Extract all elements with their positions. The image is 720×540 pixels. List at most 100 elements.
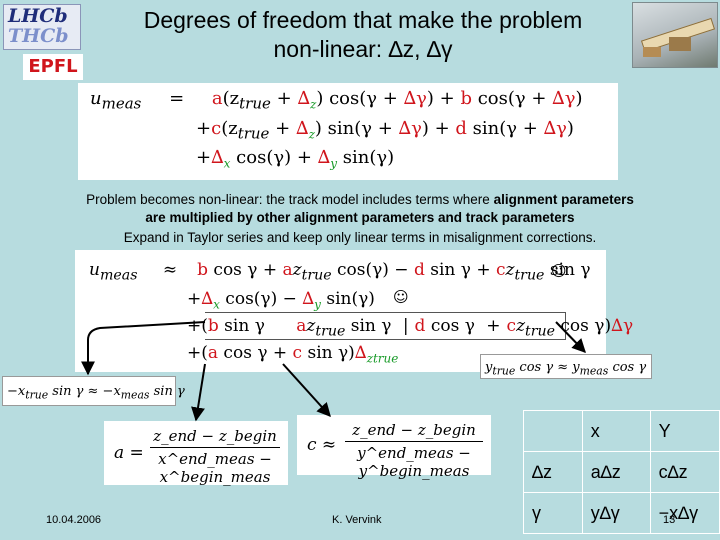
equation-line-3: +∆x cos(γ) + ∆y sin(γ) bbox=[196, 147, 394, 171]
eq-term: sin(γ + bbox=[466, 118, 544, 139]
eq-term: cos(γ) + bbox=[230, 147, 318, 168]
eq-plus: + bbox=[196, 118, 212, 139]
table-row: γ y∆γ −x∆γ bbox=[523, 492, 720, 534]
delta-gamma: ∆γ bbox=[552, 88, 576, 109]
table-cell: y∆γ bbox=[581, 492, 651, 534]
eq-term: sin γ bbox=[149, 384, 185, 399]
table-cell: −x∆γ bbox=[649, 492, 720, 534]
table-cell: Y bbox=[649, 410, 720, 452]
delta-gamma: ∆γ bbox=[403, 88, 427, 109]
a-definition: a = z_end − z_begin x^end_meas − x^begin… bbox=[104, 421, 288, 486]
eq-term: z bbox=[292, 260, 302, 280]
c-fraction: z_end − z_begin y^end_meas − y^begin_mea… bbox=[345, 421, 483, 480]
eq-term: z bbox=[516, 316, 526, 336]
eq-term: sin γ bbox=[218, 316, 265, 336]
eq-term: sin γ bbox=[544, 260, 591, 280]
delta-sub: x bbox=[213, 297, 220, 312]
param-b: b bbox=[460, 88, 472, 109]
eq-sub: true bbox=[25, 388, 49, 402]
eq-lhs: u bbox=[90, 88, 102, 109]
table-cell: a∆z bbox=[581, 451, 651, 493]
table-header-row: x Y bbox=[523, 410, 720, 452]
lhcb-logo-text: LHCb bbox=[8, 5, 68, 27]
delta-gamma: ∆γ bbox=[543, 118, 567, 139]
param-a: a bbox=[296, 316, 307, 336]
eq-term: (z bbox=[221, 118, 238, 139]
param-a: a bbox=[207, 343, 219, 363]
eq-term: sin γ ≈ −x bbox=[48, 384, 121, 399]
fraction-bar bbox=[150, 447, 280, 448]
fraction-numerator: z_end − z_begin bbox=[352, 421, 476, 439]
eq-term: cos(γ) − bbox=[331, 260, 414, 280]
fraction-numerator: z_end − z_begin bbox=[153, 427, 277, 445]
param-b: b bbox=[197, 260, 209, 280]
param-c: c bbox=[495, 260, 506, 280]
taylor-line-2: +∆x cos(γ) − ∆y sin(γ) bbox=[187, 289, 375, 311]
table-cell: x bbox=[581, 410, 651, 452]
text-line-1: Problem becomes non-linear: the track mo… bbox=[0, 191, 720, 209]
eq-term: cos γ bbox=[608, 360, 647, 375]
lhcb-logo-reflection: THCb bbox=[8, 25, 69, 47]
param-c: c bbox=[211, 118, 222, 139]
a-fraction: z_end − z_begin x^end_meas − x^begin_mea… bbox=[150, 427, 280, 486]
eq-plus: + bbox=[196, 147, 212, 168]
param-a: a bbox=[211, 88, 223, 109]
arrow-to-a-definition bbox=[191, 363, 206, 422]
c-lhs: c ≈ bbox=[307, 435, 337, 455]
delta-y: ∆ bbox=[302, 289, 315, 309]
param-d: d bbox=[414, 316, 426, 336]
slide-title: Degrees of freedom that make the problem… bbox=[90, 6, 636, 64]
eq-sub: true bbox=[492, 364, 516, 378]
text-line-2: are multiplied by other alignment parame… bbox=[145, 210, 575, 225]
eq-term: cos γ + bbox=[208, 260, 283, 280]
eq-sub: meas bbox=[120, 388, 150, 402]
table-cell: ∆z bbox=[523, 451, 583, 493]
eq-term: sin(γ) bbox=[337, 147, 395, 168]
eq-plus: + bbox=[270, 88, 298, 109]
delta-sub: ztrue bbox=[367, 351, 399, 365]
eq-plus: + bbox=[269, 118, 296, 139]
detector-support bbox=[643, 47, 661, 57]
delta-z: ∆ bbox=[295, 118, 309, 139]
smiley-icon: ☺ bbox=[551, 262, 567, 280]
eq-term: (z bbox=[222, 88, 240, 109]
text-plain: Problem becomes non-linear: the track mo… bbox=[86, 192, 494, 207]
footer-author: K. Vervink bbox=[332, 514, 382, 526]
delta-sub: x bbox=[223, 156, 231, 171]
param-d: d bbox=[413, 260, 425, 280]
eq-term: cos γ + bbox=[218, 343, 293, 363]
delta-y: ∆ bbox=[317, 147, 331, 168]
delta-sub: z bbox=[310, 97, 317, 112]
eq-sub: true bbox=[315, 323, 346, 340]
fraction-bar bbox=[345, 441, 483, 442]
eq-term: ) + bbox=[421, 118, 456, 139]
delta-x: ∆ bbox=[201, 289, 214, 309]
x-approx-equation: −xtrue sin γ ≈ −xmeas sin γ bbox=[2, 376, 185, 406]
taylor-line-3: +(b sin γ aztrue sin γ |d cos γ +cztrue … bbox=[187, 316, 633, 339]
eq-lhs: u bbox=[89, 260, 100, 280]
eq-term: z bbox=[306, 316, 316, 336]
table-cell: γ bbox=[523, 492, 583, 534]
correction-table: x Y ∆z a∆z c∆z γ y∆γ −x∆γ bbox=[523, 410, 720, 534]
text-line-3: Expand in Taylor series and keep only li… bbox=[123, 230, 597, 245]
eq-term: sin γ) bbox=[302, 343, 355, 363]
c-definition: c ≈ z_end − z_begin y^end_meas − y^begin… bbox=[297, 415, 491, 480]
delta-sub-true: true bbox=[372, 351, 399, 366]
delta-sub: y bbox=[330, 156, 338, 171]
a-lhs: a = bbox=[114, 443, 144, 463]
table-cell bbox=[523, 410, 583, 452]
eq-term: sin(γ) bbox=[320, 289, 375, 309]
eq-term: ) bbox=[566, 118, 574, 139]
smiley-icon: ☺ bbox=[393, 288, 409, 306]
delta-sub: y bbox=[314, 297, 321, 312]
eq-term: ) cos(γ + bbox=[316, 88, 404, 109]
eq-sub: true bbox=[239, 94, 271, 113]
param-c: c bbox=[292, 343, 303, 363]
eq-term: sin γ bbox=[345, 316, 392, 336]
delta-gamma: ∆γ bbox=[611, 316, 634, 336]
epfl-logo: EPFL bbox=[23, 54, 83, 80]
eq-lhs-sub: meas bbox=[101, 94, 142, 113]
eq-sub: true bbox=[237, 124, 270, 143]
title-line-2: non-linear: ∆z, ∆γ bbox=[273, 36, 453, 62]
eq-term: y bbox=[485, 360, 493, 375]
